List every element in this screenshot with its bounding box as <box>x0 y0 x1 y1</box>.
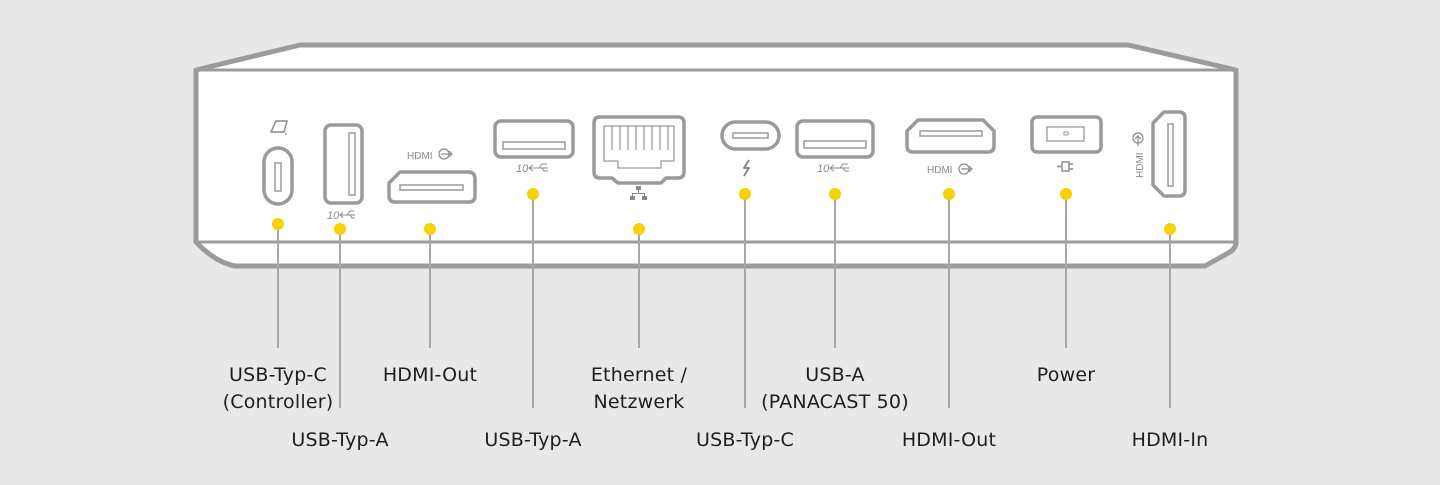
thunderbolt-icon <box>743 159 750 177</box>
hdmi-out-icon: HDMI <box>407 148 453 162</box>
power-port <box>1030 115 1103 172</box>
usb-a-port-1: 10 <box>323 123 364 222</box>
port-label-usb-a-panacast: USB-A (PANACAST 50) <box>761 362 909 416</box>
tablet-controller-icon <box>269 120 288 135</box>
port-label-line: Power <box>1036 364 1096 386</box>
port-label-line: HDMI-Out <box>382 364 478 386</box>
svg-text:10: 10 <box>516 163 529 175</box>
marker-dot-usb-a-panacast <box>829 188 841 200</box>
port-label-power: Power <box>1037 362 1095 389</box>
svg-text:HDMI: HDMI <box>1135 152 1146 178</box>
port-markers <box>272 188 1176 235</box>
svg-text:HDMI: HDMI <box>927 165 953 176</box>
marker-dot-hdmi-in <box>1164 223 1176 235</box>
port-label-line: (Controller) <box>222 391 334 413</box>
port-label-line: USB-Typ-C <box>696 429 794 451</box>
marker-dot-usb-a-1 <box>334 223 346 235</box>
port-label-line: (PANACAST 50) <box>761 391 909 413</box>
marker-dot-power <box>1060 188 1072 200</box>
marker-dot-usb-c <box>739 188 751 200</box>
marker-dot-usb-c-controller <box>272 218 284 230</box>
usb-c-port <box>720 120 781 177</box>
marker-dot-usb-a-2 <box>527 188 539 200</box>
device-body <box>193 42 1239 269</box>
port-label-usb-c-controller: USB-Typ-C (Controller) <box>223 362 334 416</box>
svg-text:10: 10 <box>817 163 830 175</box>
port-label-usb-a-1: USB-Typ-A <box>291 427 388 454</box>
hdmi-out-port-1: HDMI <box>387 148 477 204</box>
svg-text:10: 10 <box>327 210 340 222</box>
hdmi-in-icon: HDMI <box>1132 132 1146 178</box>
leader-lines <box>277 194 1171 408</box>
usb-10gbps-icon: 10 <box>327 210 355 222</box>
marker-dot-ethernet <box>633 223 645 235</box>
port-label-line: USB-A <box>805 364 865 386</box>
usb-a-panacast-port: 10 <box>795 119 875 175</box>
svg-text:HDMI: HDMI <box>407 151 433 162</box>
port-label-hdmi-out-2: HDMI-Out <box>902 427 996 454</box>
port-label-line: USB-Typ-C <box>229 364 327 386</box>
port-label-line: USB-Typ-A <box>484 429 582 451</box>
port-label-line: Netzwerk <box>593 391 685 413</box>
usb-10gbps-icon: 10 <box>817 163 849 175</box>
usb-a-port-2: 10 <box>493 119 575 175</box>
network-icon <box>630 186 647 200</box>
port-label-usb-a-2: USB-Typ-A <box>484 427 581 454</box>
hdmi-out-port-2: HDMI <box>905 118 996 176</box>
hdmi-out-icon: HDMI <box>927 163 973 176</box>
port-label-usb-c: USB-Typ-C <box>696 427 794 454</box>
ethernet-port <box>592 115 686 200</box>
hdmi-in-port: HDMI <box>1132 110 1187 198</box>
port-label-line: Ethernet / <box>590 364 688 386</box>
port-label-hdmi-out-1: HDMI-Out <box>383 362 477 389</box>
marker-dot-hdmi-out-1 <box>424 223 436 235</box>
port-label-line: USB-Typ-A <box>291 429 389 451</box>
power-plug-icon <box>1057 161 1073 172</box>
marker-dot-hdmi-out-2 <box>943 188 955 200</box>
port-label-ethernet: Ethernet / Netzwerk <box>591 362 687 416</box>
port-label-line: HDMI-Out <box>901 429 997 451</box>
port-label-hdmi-in: HDMI-In <box>1132 427 1209 454</box>
usb-10gbps-icon: 10 <box>516 163 548 175</box>
port-label-line: HDMI-In <box>1131 429 1209 451</box>
usb-c-controller-port <box>262 120 294 206</box>
